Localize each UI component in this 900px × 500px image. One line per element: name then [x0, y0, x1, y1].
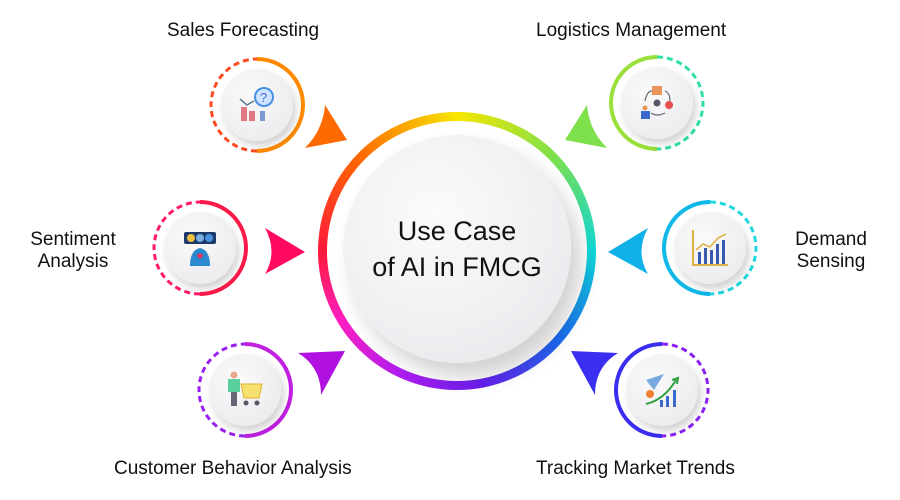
icon-disk: [674, 212, 746, 284]
label-line: Demand: [795, 229, 867, 250]
label-tracking-market-trends: Tracking Market Trends: [536, 458, 735, 479]
label-logistics-management: Logistics Management: [536, 20, 727, 41]
node-demand-sensing: [660, 198, 760, 298]
node-logistics-management: [607, 53, 707, 153]
arrow-sales: [305, 105, 347, 148]
icon-disk: [626, 354, 698, 426]
label-demand-sensing: Demand Sensing: [776, 229, 886, 273]
label-sales-forecasting: Sales Forecasting: [167, 20, 320, 41]
node-sales-forecasting: ?: [207, 55, 307, 155]
arrow-customer: [298, 351, 345, 395]
dashed-ring: [662, 200, 758, 296]
dashed-ring: [209, 57, 305, 153]
label-line: Analysis: [37, 251, 109, 272]
label-sentiment-analysis: Sentiment Analysis: [18, 229, 128, 273]
svg-text:?: ?: [260, 90, 267, 105]
center-title-line1: Use Case: [397, 216, 517, 246]
dashed-ring: [614, 342, 710, 438]
label-customer-behavior-analysis: Customer Behavior Analysis: [114, 458, 352, 479]
center-title-circle: Use Case of AI in FMCG: [343, 135, 571, 363]
sentiment-icon: [184, 232, 216, 266]
sales-forecast-icon: ?: [239, 87, 274, 121]
icon-disk: [221, 69, 293, 141]
dashed-ring: [197, 342, 293, 438]
node-customer-behavior-analysis: [195, 340, 295, 440]
dashed-ring: [609, 55, 705, 151]
label-line: Sensing: [796, 251, 866, 272]
logistics-icon: [641, 86, 674, 119]
arrow-logistics: [565, 105, 607, 148]
arrow-sentiment: [265, 228, 305, 274]
rocket-trend-icon: [645, 374, 680, 407]
dashed-ring: [152, 200, 248, 296]
arrow-demand: [608, 228, 648, 274]
shopping-cart-icon: [228, 371, 263, 406]
demand-chart-icon: [692, 230, 728, 266]
arrow-tracking: [571, 351, 618, 395]
node-sentiment-analysis: [150, 198, 250, 298]
node-tracking-market-trends: [612, 340, 712, 440]
label-line: Sentiment: [30, 229, 116, 250]
center-title-line2: of AI in FMCG: [372, 252, 542, 282]
